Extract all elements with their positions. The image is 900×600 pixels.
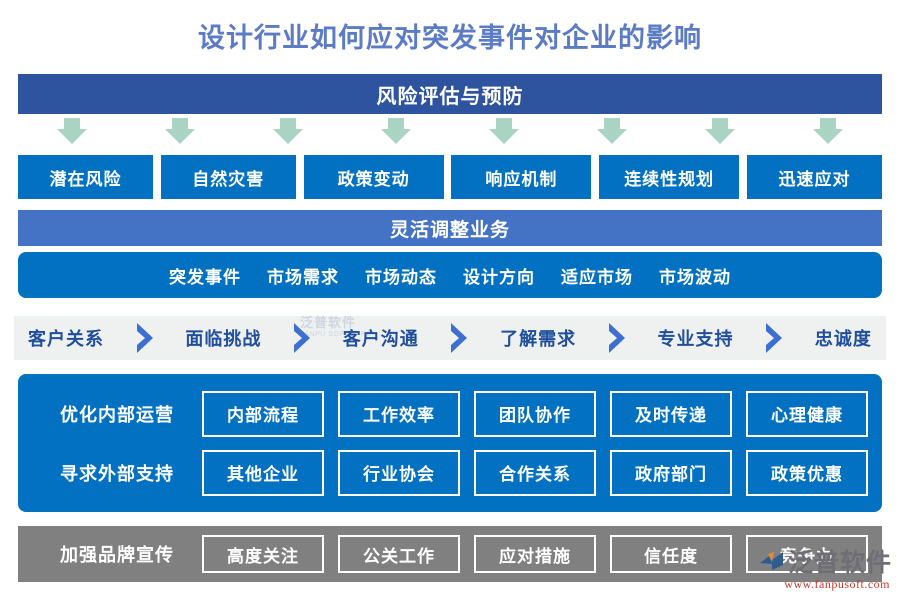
risk-item-box[interactable]: 自然灾害 — [160, 155, 296, 199]
brand-item[interactable]: 信任度 — [610, 535, 732, 573]
operations-row-cells: 内部流程 工作效率 团队协作 及时传递 心理健康 — [202, 390, 868, 437]
chevron-right-icon — [606, 321, 628, 355]
arrow-cell — [18, 118, 126, 144]
arrow-down-icon — [381, 118, 411, 144]
arrow-cell — [126, 118, 234, 144]
arrow-down-icon — [813, 118, 843, 144]
arrow-down-icon — [273, 118, 303, 144]
chevron-right-icon — [763, 321, 785, 355]
risk-item-box[interactable]: 连续性规划 — [599, 155, 740, 199]
arrow-cell — [450, 118, 558, 144]
process-step[interactable]: 面临挑战 — [185, 329, 262, 349]
operations-item[interactable]: 及时传递 — [610, 390, 732, 437]
process-step[interactable]: 专业支持 — [657, 329, 734, 349]
flexible-items-bar: 突发事件 市场需求 市场动态 设计方向 适应市场 市场波动 — [18, 252, 882, 298]
risk-item-box[interactable]: 迅速应对 — [746, 155, 882, 199]
brand-item[interactable]: 公关工作 — [338, 535, 460, 573]
operations-item[interactable]: 工作效率 — [338, 390, 460, 437]
process-step[interactable]: 忠诚度 — [814, 329, 872, 349]
brand-block-cells: 高度关注 公关工作 应对措施 信任度 竞争力 — [202, 535, 868, 573]
chevron-right-icon — [291, 321, 313, 355]
operations-block: 优化内部运营 内部流程 工作效率 团队协作 及时传递 心理健康 寻求外部支持 其… — [18, 374, 882, 512]
flexible-section-header-label: 灵活调整业务 — [389, 219, 510, 241]
flexible-item[interactable]: 市场动态 — [365, 267, 437, 287]
risk-section-header: 风险评估与预防 — [18, 74, 882, 114]
arrow-cell — [774, 118, 882, 144]
arrow-down-icon — [597, 118, 627, 144]
process-step[interactable]: 了解需求 — [500, 329, 577, 349]
operations-item[interactable]: 行业协会 — [338, 449, 460, 496]
operations-item[interactable]: 政府部门 — [610, 449, 732, 496]
operations-row-title: 寻求外部支持 — [60, 463, 174, 484]
flexible-item[interactable]: 市场波动 — [659, 267, 731, 287]
flexible-item[interactable]: 适应市场 — [561, 267, 633, 287]
arrow-connector-row — [18, 118, 882, 146]
risk-item-box[interactable]: 响应机制 — [451, 155, 592, 199]
brand-item[interactable]: 竞争力 — [746, 535, 868, 573]
risk-items-row: 潜在风险 自然灾害 政策变动 响应机制 连续性规划 迅速应对 — [18, 155, 882, 199]
operations-item[interactable]: 内部流程 — [202, 390, 324, 437]
arrow-down-icon — [489, 118, 519, 144]
page-title: 设计行业如何应对突发事件对企业的影响 — [198, 23, 702, 53]
arrow-cell — [666, 118, 774, 144]
brand-promotion-block: 加强品牌宣传 高度关注 公关工作 应对措施 信任度 竞争力 — [18, 526, 882, 582]
operations-row-internal: 优化内部运营 内部流程 工作效率 团队协作 及时传递 心理健康 — [32, 390, 868, 438]
arrow-down-icon — [57, 118, 87, 144]
flexible-item[interactable]: 设计方向 — [463, 267, 535, 287]
operations-row-title: 优化内部运营 — [60, 404, 174, 425]
arrow-down-icon — [165, 118, 195, 144]
operations-item[interactable]: 其他企业 — [202, 449, 324, 496]
brand-block-title: 加强品牌宣传 — [60, 545, 174, 565]
operations-row-cells: 其他企业 行业协会 合作关系 政府部门 政策优惠 — [202, 449, 868, 496]
flexible-item[interactable]: 突发事件 — [169, 267, 241, 287]
process-step[interactable]: 客户关系 — [28, 329, 104, 349]
arrow-cell — [342, 118, 450, 144]
operations-row-external: 寻求外部支持 其他企业 行业协会 合作关系 政府部门 政策优惠 — [32, 449, 868, 497]
operations-item[interactable]: 政策优惠 — [746, 449, 868, 496]
operations-item[interactable]: 合作关系 — [474, 449, 596, 496]
process-flow-row: 客户关系 面临挑战 客户沟通 了解需求 专业支持 忠诚度 — [14, 316, 886, 360]
process-step[interactable]: 客户沟通 — [342, 329, 419, 349]
flexible-item[interactable]: 市场需求 — [267, 267, 339, 287]
risk-section-header-label: 风险评估与预防 — [376, 85, 524, 108]
risk-item-box[interactable]: 潜在风险 — [18, 155, 153, 199]
arrow-cell — [234, 118, 342, 144]
brand-item[interactable]: 应对措施 — [474, 535, 596, 573]
chevron-right-icon — [448, 321, 470, 355]
brand-item[interactable]: 高度关注 — [202, 535, 324, 573]
risk-item-box[interactable]: 政策变动 — [303, 155, 444, 199]
arrow-down-icon — [705, 118, 735, 144]
arrow-cell — [558, 118, 666, 144]
operations-item[interactable]: 团队协作 — [474, 390, 596, 437]
operations-item[interactable]: 心理健康 — [746, 390, 868, 437]
chevron-right-icon — [134, 321, 156, 355]
flexible-section-header: 灵活调整业务 — [18, 210, 882, 246]
